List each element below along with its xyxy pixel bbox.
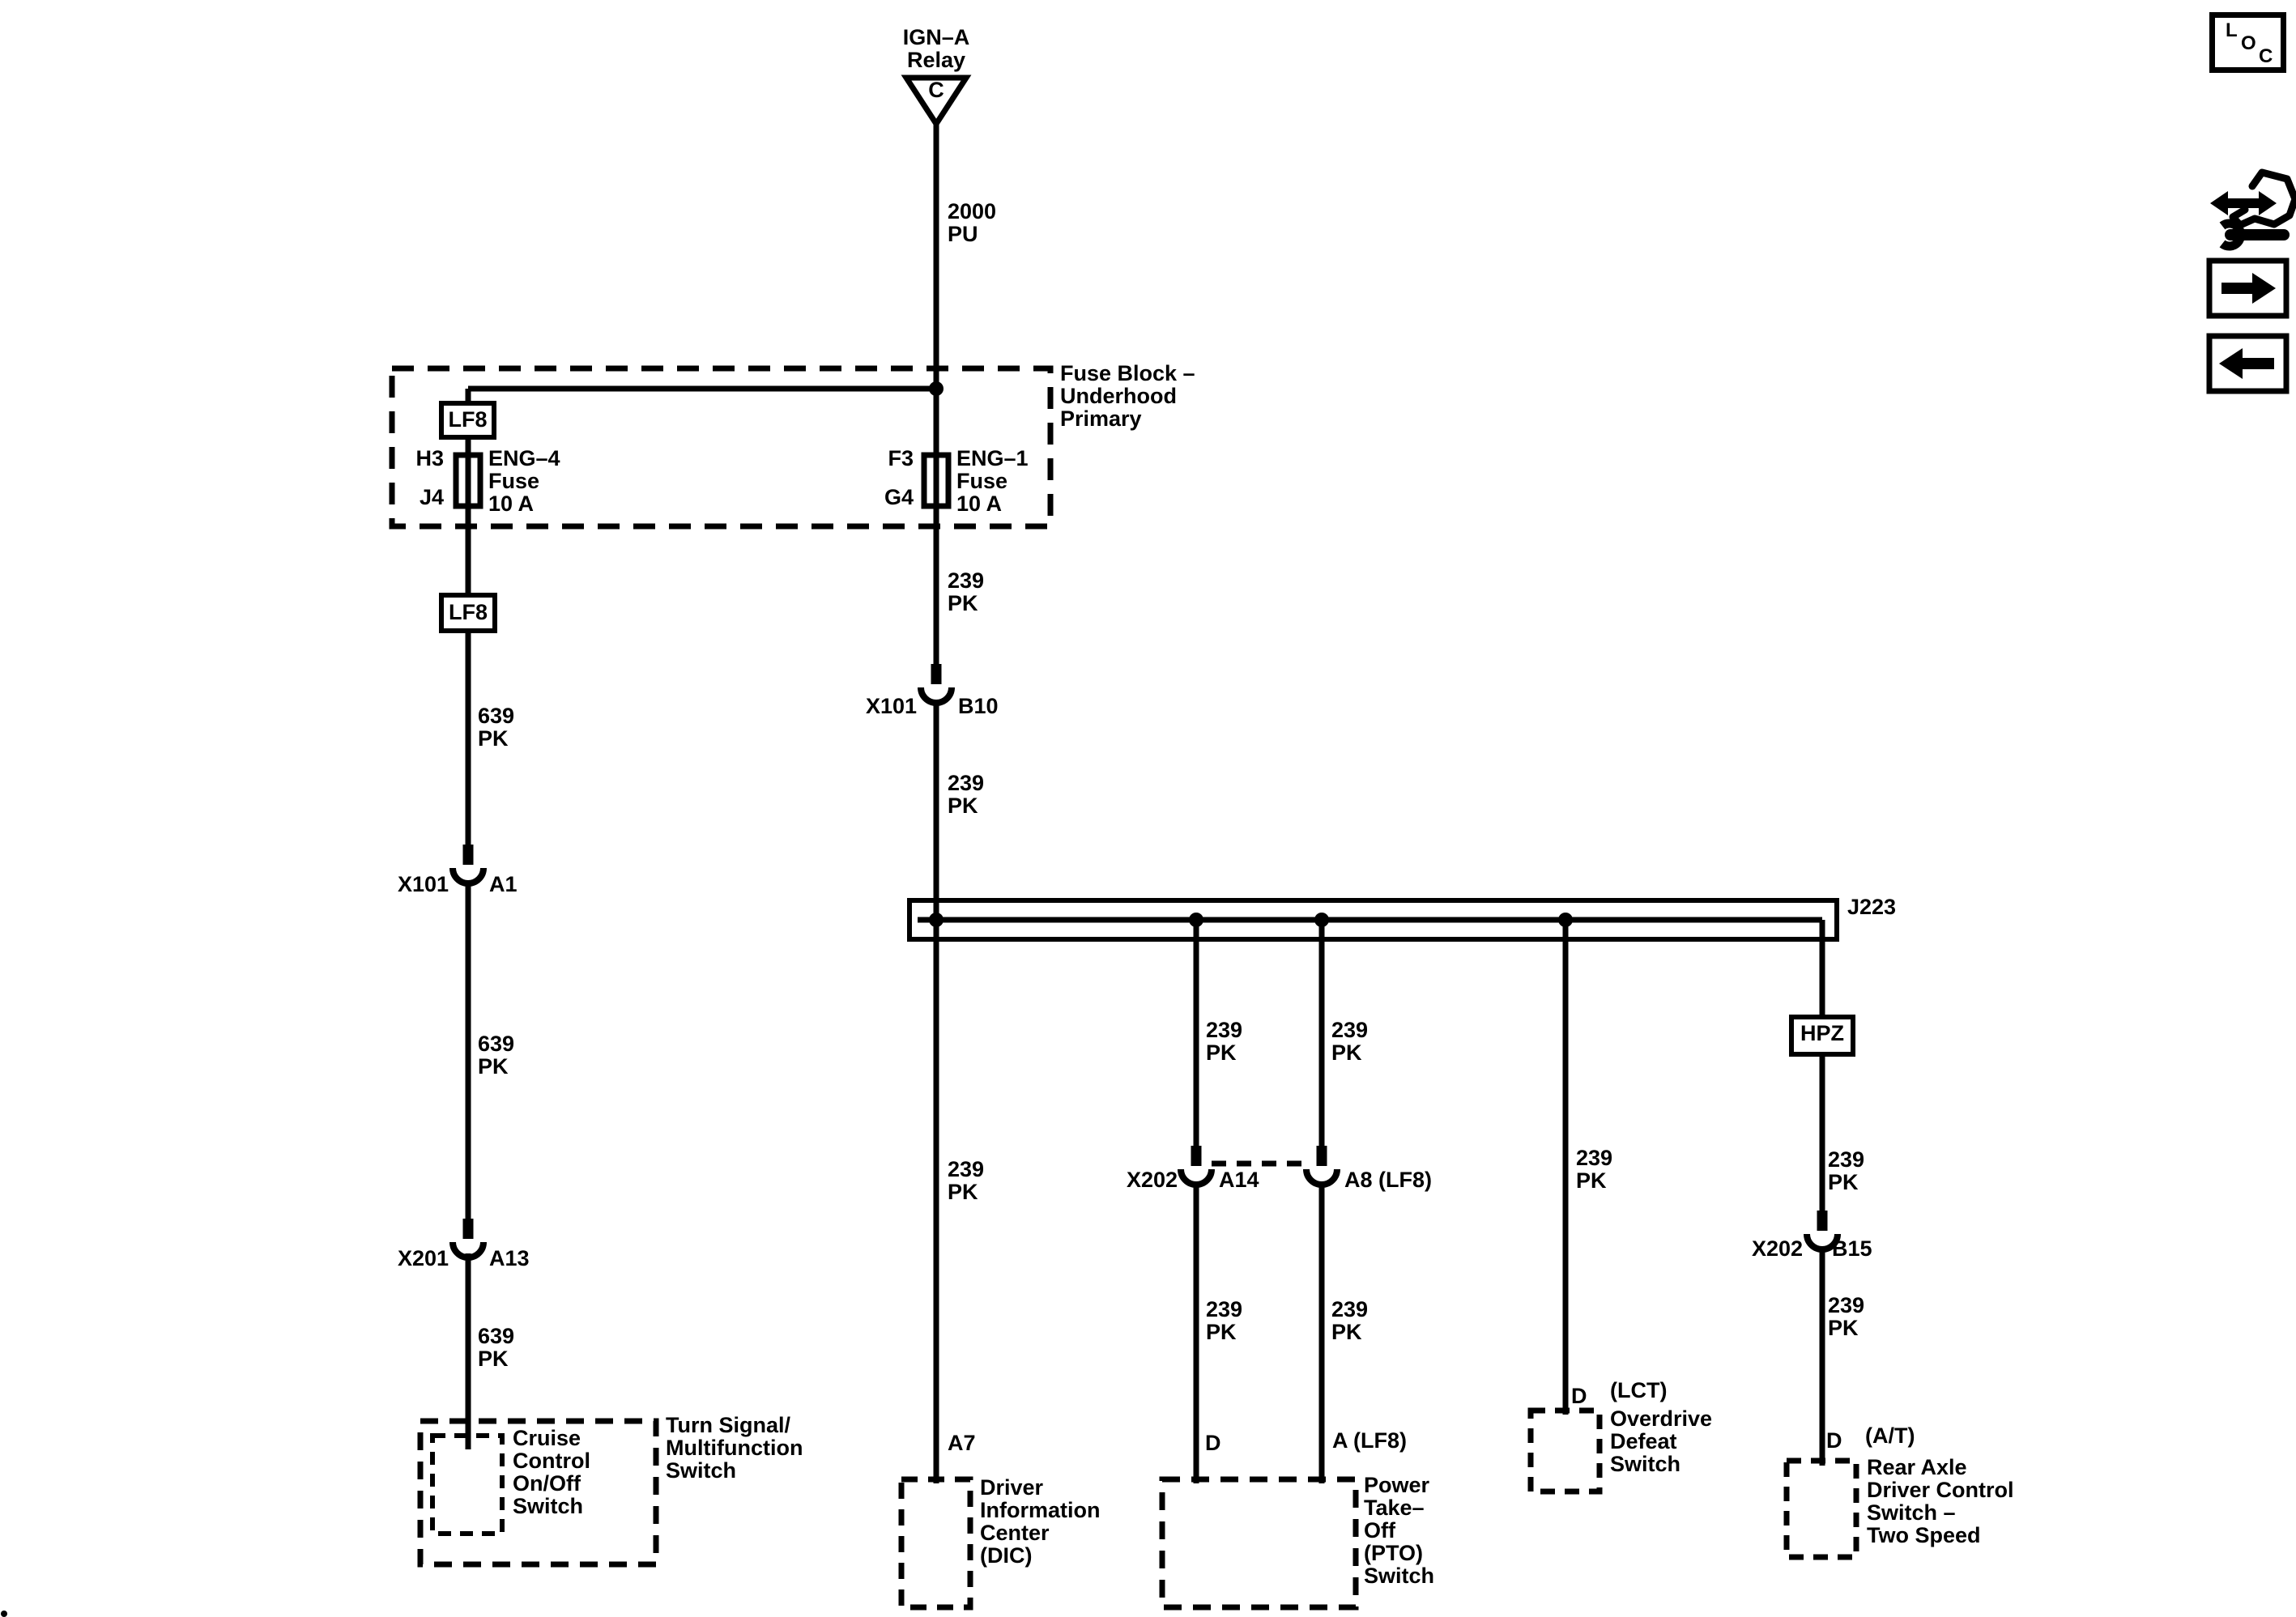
connector-x202-b15-cavity: B15: [1832, 1236, 1872, 1261]
dic-pin: A7: [948, 1431, 976, 1455]
fuse-eng4-pin-in: H3: [415, 446, 444, 470]
wire-label-239-dic: 239 PK: [948, 1157, 985, 1204]
hpz-label: HPZ: [1800, 1021, 1844, 1045]
wire-label-239-a14-above: 239 PK: [1206, 1018, 1243, 1065]
splice-pack-j223-label: J223: [1847, 895, 1897, 919]
fuse-block-outline: [389, 365, 1054, 530]
relay-terminal: C: [928, 78, 944, 102]
lf8-lower-box: [439, 593, 497, 633]
connector-a8-lf8-cavity: A8 (LF8): [1344, 1168, 1432, 1192]
wire-label-239-b10-below: 239 PK: [948, 771, 985, 818]
splice-pack-j223-box: [907, 898, 1839, 942]
cruise-switch-box: [430, 1433, 505, 1536]
connector-x101-b10-name: X101: [865, 694, 917, 718]
connector-x101-a1-name: X101: [397, 872, 449, 896]
rear-axle-switch-name: Rear Axle Driver Control Switch – Two Sp…: [1867, 1455, 2014, 1547]
fuse-eng1-symbol: [921, 452, 952, 509]
pto-pin-d: D: [1205, 1431, 1221, 1455]
fuse-eng4-name: ENG–4 Fuse 10 A: [488, 446, 560, 516]
arrow-left-head: [2219, 348, 2243, 379]
loc-letter-l: L: [2226, 19, 2238, 41]
wire-label-239-a14-below: 239 PK: [1206, 1297, 1243, 1344]
lf8-upper-label: LF8: [448, 407, 488, 432]
fuse-block-title: Fuse Block – Underhood Primary: [1060, 361, 1195, 431]
connector-a8-lf8-symbol: [1303, 1146, 1340, 1188]
pto-pin-a: A (LF8): [1332, 1428, 1407, 1453]
connector-x202-a14-cavity: A14: [1219, 1168, 1259, 1192]
connector-x201-a13-symbol: [449, 1219, 487, 1261]
splice-dots: [929, 381, 1573, 927]
fuse-eng1-pin-out: G4: [884, 485, 914, 509]
vehicle-diagnostic-icon[interactable]: [2210, 168, 2296, 251]
arrow-right-head: [2252, 273, 2276, 304]
connector-x201-a13-name: X201: [397, 1246, 449, 1270]
wire-label-2000-pu: 2000 PU: [948, 199, 997, 246]
relay-name: IGN–A Relay: [902, 25, 970, 72]
wire-label-239-b15-above: 239 PK: [1828, 1147, 1865, 1194]
previous-page-button[interactable]: [2206, 333, 2290, 394]
fuse-eng1-name: ENG–1 Fuse 10 A: [956, 446, 1029, 516]
pto-switch-name: Power Take– Off (PTO) Switch: [1364, 1473, 1435, 1588]
page-corner-mark: [1, 1611, 7, 1617]
overdrive-variant: (LCT): [1610, 1378, 1668, 1402]
connector-x101-b10-cavity: B10: [958, 694, 999, 718]
wire-label-639-3: 639 PK: [478, 1324, 515, 1371]
connector-x101-b10-symbol: [918, 664, 955, 706]
overdrive-switch-box: [1527, 1407, 1603, 1495]
pto-switch-box: [1159, 1476, 1359, 1611]
hpz-box: [1789, 1015, 1855, 1057]
fuse-eng4-symbol: [453, 452, 483, 509]
wire-label-639-2: 639 PK: [478, 1032, 515, 1079]
connector-x202-a14-name: X202: [1126, 1168, 1178, 1192]
rear-axle-pin: D: [1826, 1428, 1842, 1453]
overdrive-switch-name: Overdrive Defeat Switch: [1610, 1406, 1713, 1476]
wire-label-239-a8-above: 239 PK: [1331, 1018, 1369, 1065]
next-page-button[interactable]: [2206, 257, 2290, 319]
cruise-switch-name: Cruise Control On/Off Switch: [513, 1426, 590, 1518]
lf8-upper-box: [439, 401, 496, 440]
connector-x101-a1-symbol: [449, 845, 487, 887]
fuse-eng1-pin-in: F3: [888, 446, 914, 470]
loc-button[interactable]: L O C: [2209, 12, 2286, 73]
wire-label-239-b10-above: 239 PK: [948, 568, 985, 615]
connector-x101-a1-cavity: A1: [489, 872, 518, 896]
wire-segments: [465, 123, 1825, 1483]
connector-x202-a14-symbol: [1178, 1146, 1215, 1188]
loc-letter-c: C: [2259, 45, 2273, 67]
wire-label-239-b15-below: 239 PK: [1828, 1293, 1865, 1340]
wire-label-239-a8-below: 239 PK: [1331, 1297, 1369, 1344]
rear-axle-variant: (A/T): [1865, 1423, 1915, 1448]
wire-label-639-1: 639 PK: [478, 704, 515, 751]
multifunction-switch-box: [417, 1418, 659, 1568]
fuse-eng4-pin-out: J4: [419, 485, 444, 509]
dic-name: Driver Information Center (DIC): [980, 1475, 1101, 1568]
multifunction-switch-name: Turn Signal/ Multifunction Switch: [666, 1413, 803, 1483]
dic-box: [898, 1476, 973, 1611]
loc-letter-o: O: [2241, 32, 2256, 54]
connector-x202-b15-name: X202: [1751, 1236, 1803, 1261]
power-feed-triangle: [901, 74, 972, 130]
lf8-lower-label: LF8: [448, 600, 488, 624]
wire-label-239-overdrive: 239 PK: [1576, 1146, 1613, 1193]
overdrive-pin: D: [1571, 1384, 1587, 1408]
connector-x202-b15-symbol: [1804, 1211, 1841, 1253]
connector-x201-a13-cavity: A13: [489, 1246, 530, 1270]
rear-axle-switch-box: [1783, 1457, 1859, 1560]
